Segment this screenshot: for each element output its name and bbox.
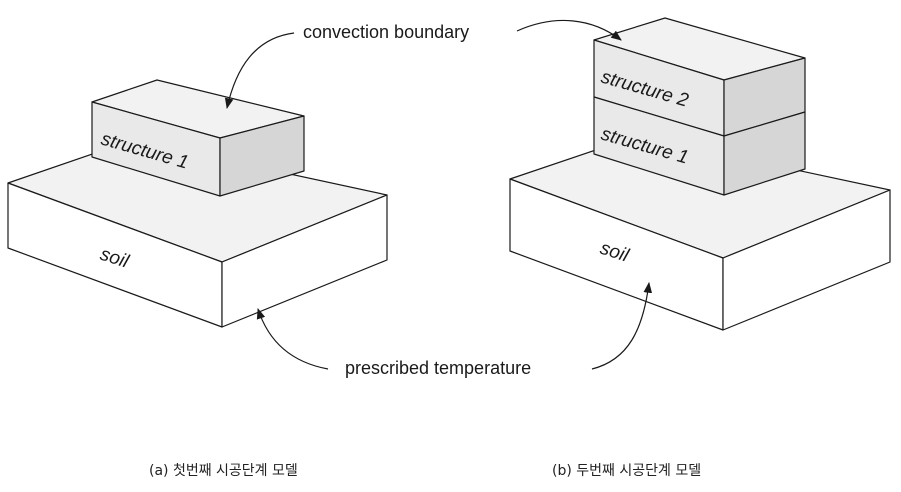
structure-stack-b [593, 17, 806, 196]
prescribed-arrow-a [256, 307, 329, 370]
structure-1-right-face-b [723, 111, 806, 196]
soil-block-b [509, 135, 891, 331]
model-a: structure 1 soil [7, 32, 388, 328]
structure-a-right-face [219, 115, 305, 197]
soil-block-a [7, 139, 388, 328]
model-b: structure 2 structure 1 soil [509, 17, 891, 331]
structure-1-block-a [91, 79, 305, 197]
convection-boundary-label: convection boundary [303, 22, 469, 42]
caption-b: (b) 두번째 시공단계 모델 [552, 463, 701, 479]
soil-a-right-face [221, 194, 388, 328]
convection-arrow-b [516, 19, 622, 41]
prescribed-temperature-label: prescribed temperature [345, 358, 531, 378]
soil-b-right-face [722, 189, 891, 331]
prescribed-arrow-b [591, 281, 653, 370]
caption-a: (a) 첫번째 시공단계 모델 [149, 463, 298, 479]
convection-arrow-a [224, 32, 295, 110]
